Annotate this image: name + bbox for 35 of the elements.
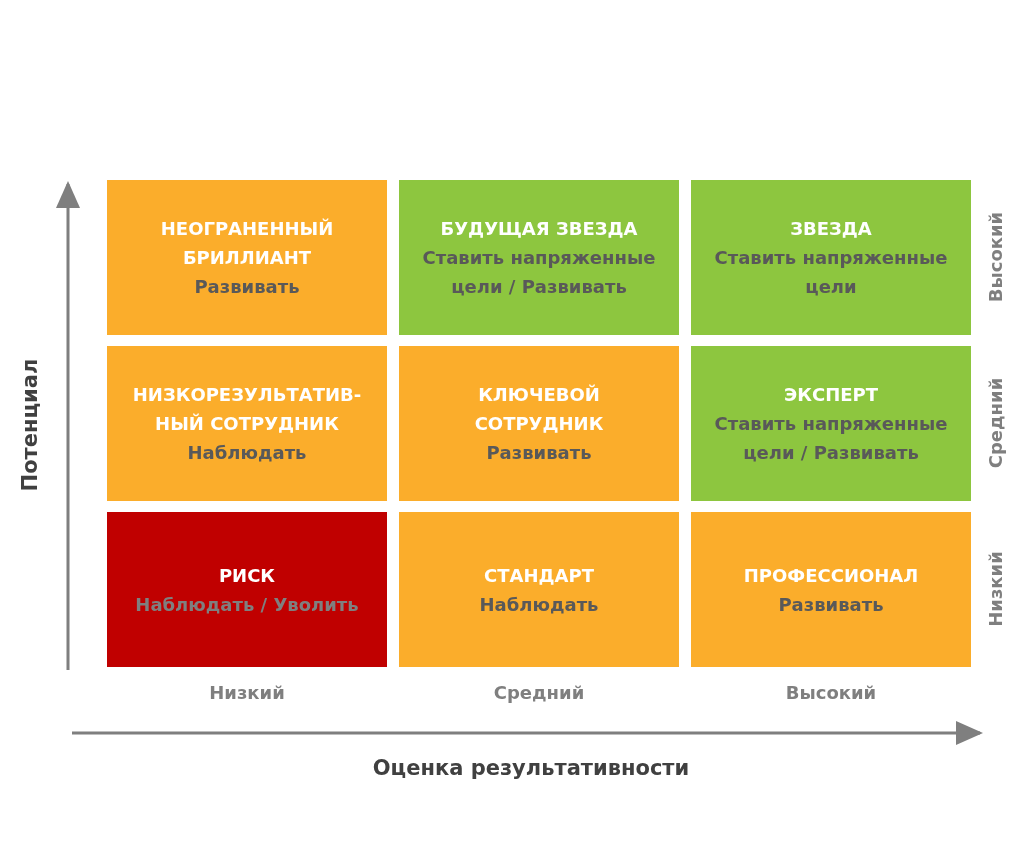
grid-cell — [107, 512, 387, 667]
grid-cell — [399, 346, 679, 501]
grid-cell — [691, 180, 971, 335]
cell-title: ЗВЕЗДА — [790, 217, 872, 241]
axis-level-label: Низкий — [984, 551, 1006, 627]
grid-cell — [691, 512, 971, 667]
cell-action: Ставить напряженные цели / Развивать — [421, 246, 657, 299]
cell-title: НИЗКОРЕЗУЛЬТАТИВ-НЫЙ СОТРУДНИК — [131, 383, 363, 436]
axis-level-label: Средний — [493, 681, 585, 703]
axis-level-label: Высокий — [785, 681, 877, 703]
cell-action: Наблюдать — [479, 592, 599, 617]
cell-action: Ставить напряженные цели — [713, 246, 949, 299]
grid-cell — [691, 346, 971, 501]
axis-level-label: Высокий — [984, 211, 1006, 303]
grid-cell — [107, 180, 387, 335]
cell-action: Наблюдать / Уволить — [135, 592, 359, 617]
cell-action: Ставить напряженные цели / Развивать — [713, 412, 949, 465]
cell-title: РИСК — [218, 563, 276, 588]
grid-cell — [399, 512, 679, 667]
cell-title: ЭКСПЕРТ — [784, 383, 878, 407]
axis-title: Оценка результативности — [372, 756, 690, 780]
cell-action: Развивать — [778, 592, 884, 617]
cell-action: Развивать — [194, 275, 300, 299]
grid-cell — [107, 346, 387, 501]
cell-action: Наблюдать — [187, 441, 307, 465]
grid-cell — [399, 180, 679, 335]
cell-title: СТАНДАРТ — [484, 563, 594, 588]
axis-level-label: Низкий — [209, 681, 285, 703]
cell-title: ПРОФЕССИОНАЛ — [743, 563, 919, 588]
cell-title: БУДУЩАЯ ЗВЕЗДА — [440, 217, 638, 241]
axis-title: Потенциал — [18, 358, 42, 492]
cell-title: КЛЮЧЕВОЙ СОТРУДНИК — [473, 383, 605, 436]
cell-action: Развивать — [486, 441, 592, 465]
cell-title: НЕОГРАНЕННЫЙ БРИЛЛИАНТ — [159, 217, 335, 270]
axis-level-label: Средний — [984, 377, 1006, 469]
